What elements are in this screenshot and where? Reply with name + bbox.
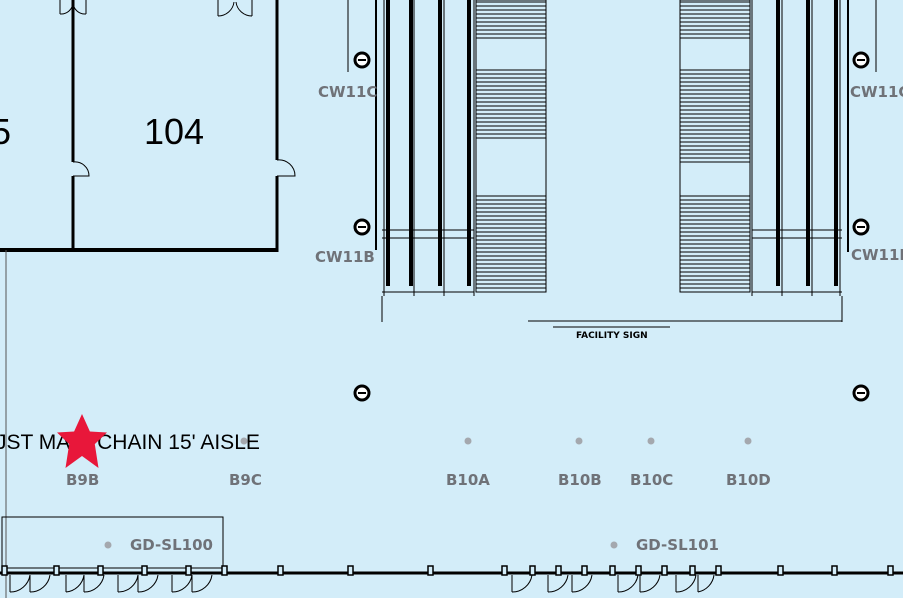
bay-label-b9b: B9B	[66, 471, 99, 489]
wall-post	[53, 565, 60, 576]
column-label-cw11g: CW11G	[850, 83, 903, 101]
wall-post	[609, 565, 616, 576]
wall-post	[635, 565, 642, 576]
wall-post	[277, 565, 284, 576]
bay-label-b9c: B9C	[229, 471, 262, 489]
bay-label-b10b: B10B	[558, 471, 602, 489]
dock-box	[1, 516, 224, 569]
bottom-wall	[0, 565, 903, 593]
room-number-main: 104	[144, 111, 204, 152]
column-label-cw11f: CW11F	[851, 246, 903, 264]
wall-post	[529, 565, 536, 576]
wall-post	[689, 565, 696, 576]
door-label-gd-sl100: GD-SL100	[130, 536, 213, 554]
room-number-left: 5	[0, 111, 11, 152]
wall-post	[97, 565, 104, 576]
wall-post	[221, 565, 228, 576]
wall-post	[661, 565, 668, 576]
column-label-cw11c: CW11C	[318, 83, 377, 101]
wall-post	[427, 565, 434, 576]
wall-post	[581, 565, 588, 576]
wall-post	[1, 565, 8, 576]
conveyor-right	[679, 0, 849, 322]
facility-sign-lines	[347, 0, 877, 328]
aisle-label: JST MAIN CHAIN 15' AISLE	[0, 431, 260, 454]
door-label-gd-sl101: GD-SL101	[636, 536, 719, 554]
wall-post	[555, 565, 562, 576]
wall-post	[501, 565, 508, 576]
wall-post	[715, 565, 722, 576]
facility-sign-label: FACILITY SIGN	[576, 331, 648, 341]
wall-post	[185, 565, 192, 576]
bay-label-b10a: B10A	[446, 471, 490, 489]
column-label-cw11b: CW11B	[315, 248, 375, 266]
red-star-icon[interactable]	[57, 414, 107, 468]
conveyor-left	[375, 0, 547, 322]
bay-dots	[104, 437, 752, 549]
wall-post	[347, 565, 354, 576]
wall-post	[887, 565, 894, 576]
bay-label-b10d: B10D	[726, 471, 771, 489]
wall-post	[141, 565, 148, 576]
bay-label-b10c: B10C	[630, 471, 673, 489]
room-walls	[0, 0, 296, 598]
wall-post	[831, 565, 838, 576]
wall-post	[777, 565, 784, 576]
